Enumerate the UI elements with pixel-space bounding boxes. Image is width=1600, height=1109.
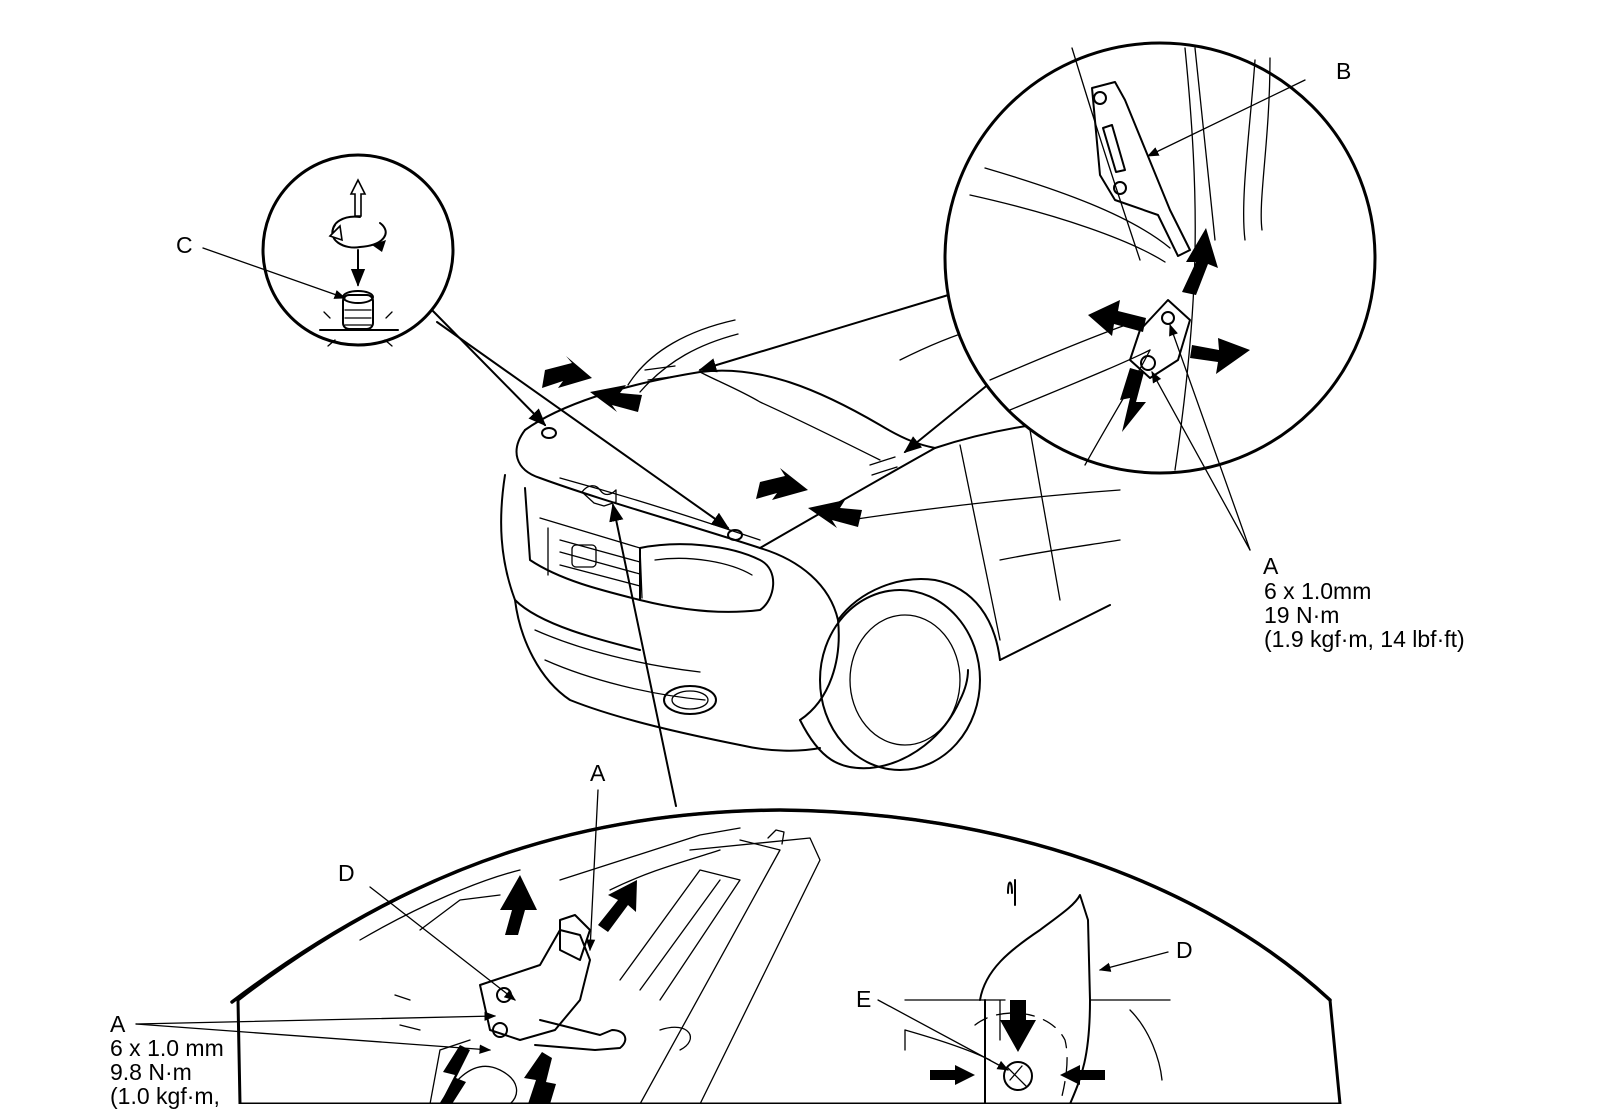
leader-e [877, 999, 1010, 1071]
label-d-left: D [338, 860, 355, 886]
hood-gap-arrows-left [542, 356, 642, 412]
leader-d-right [1098, 951, 1169, 972]
label-b: B [1336, 58, 1352, 84]
label-c: C [176, 232, 193, 258]
hood-stop-detail-circle [261, 153, 455, 347]
hinge-bolt-size: 6 x 1.0mm [1264, 578, 1372, 604]
leader-c [202, 247, 347, 299]
leader-hinge-circle-to-right-hinge [903, 382, 991, 454]
label-a-bottom-center: A [590, 760, 606, 786]
hood-stop-right [727, 529, 743, 541]
latch-detail-arc [230, 808, 1342, 1104]
latch-bolt-size: 6 x 1.0 mm [110, 1035, 224, 1061]
hood-gap-arrows-right [756, 468, 862, 528]
leader-a-bottom-center [585, 789, 599, 952]
leader-b [1146, 79, 1306, 157]
leader-c-to-hood-stop-left [429, 307, 547, 427]
leader-a-hinge-lower [1151, 370, 1251, 551]
latch-bolt-torque-alt: (1.0 kgf·m, [110, 1083, 220, 1109]
label-a-hood-hinge: A [1263, 553, 1279, 579]
label-a-bottom-left: A [110, 1011, 126, 1037]
latch-bolt-spec: 6 x 1.0 mm 9.8 N·m (1.0 kgf·m, [110, 1036, 224, 1108]
hinge-bolt-torque: 19 N·m [1264, 602, 1340, 628]
leader-a-hinge-upper [1169, 323, 1251, 551]
hinge-bolt-spec: 6 x 1.0mm 19 N·m (1.9 kgf·m, 14 lbf·ft) [1264, 579, 1465, 651]
hinge-bolt-torque-alt: (1.9 kgf·m, 14 lbf·ft) [1264, 626, 1465, 652]
vehicle-front-view [500, 317, 1121, 771]
leader-latch-to-bottom-circle [609, 503, 677, 807]
leader-hinge-circle-to-left-hinge [698, 292, 956, 373]
hinge-detail-circle [943, 41, 1377, 475]
leader-a-bottom-left-1 [135, 1011, 497, 1025]
label-e: E [856, 986, 872, 1012]
leader-d-left [369, 886, 516, 1001]
hood-stop-left [541, 427, 557, 439]
leader-c-to-hood-stop-right [436, 321, 730, 530]
latch-bolt-torque: 9.8 N·m [110, 1059, 192, 1085]
leader-a-bottom-left-2 [135, 1023, 492, 1054]
label-d-right: D [1176, 937, 1193, 963]
